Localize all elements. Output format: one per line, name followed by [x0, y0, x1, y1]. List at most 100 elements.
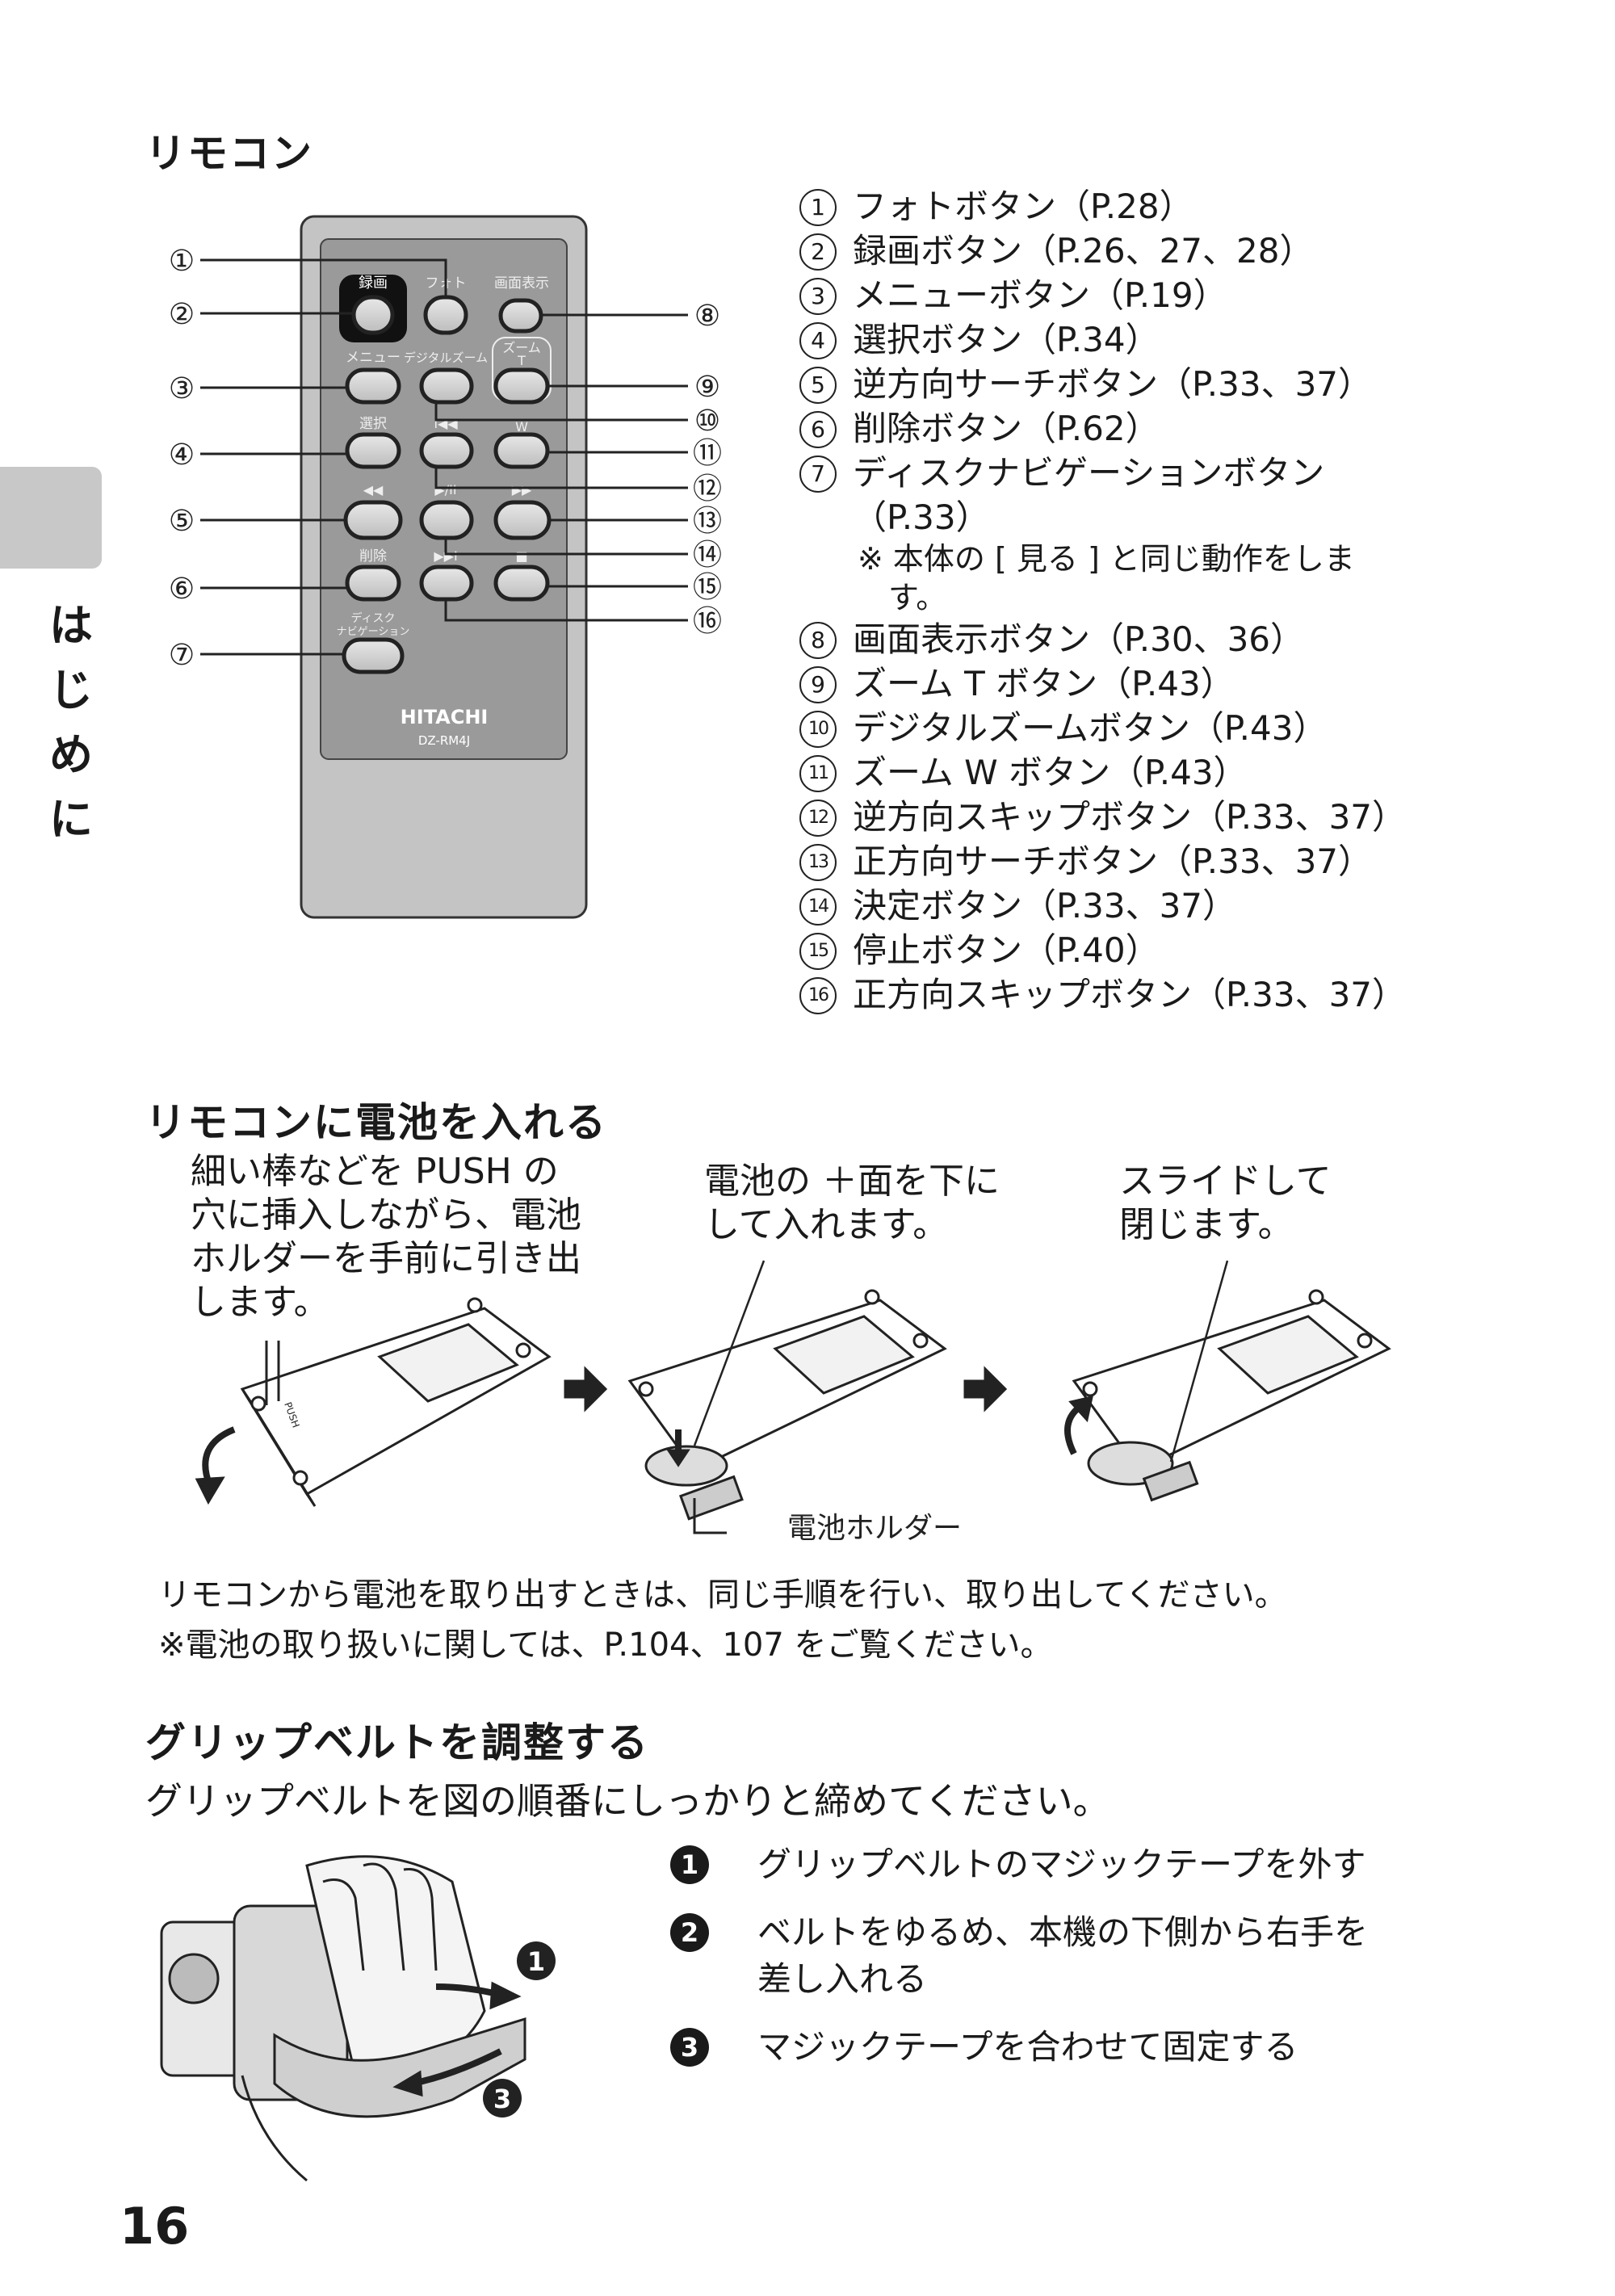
- callout-10: ⑩: [694, 405, 720, 438]
- button-disc-nav: [342, 637, 405, 674]
- label-zoom: ズーム: [502, 340, 541, 355]
- label-delete: 削除: [359, 548, 387, 565]
- button-record: [351, 295, 395, 335]
- figure-mark-1-text: 1: [527, 1946, 545, 1977]
- callout-3: ③: [169, 372, 195, 405]
- label-disc-nav-1: ディスク: [350, 611, 395, 625]
- callout-5: ⑤: [169, 505, 195, 538]
- item-text: 画面表示ボタン（P.30、36）: [853, 619, 1305, 659]
- figure-mark-3-text: 3: [493, 2084, 511, 2114]
- list-item-note: ※ 本体の [ 見る ] と同じ動作をしま す。: [799, 539, 1607, 617]
- label-zoom-t: T: [517, 353, 526, 368]
- leader-16: [444, 599, 688, 622]
- figure-mark-3: [483, 2079, 522, 2118]
- button-delete: [345, 565, 401, 602]
- item-number: 14: [799, 888, 837, 926]
- battery-heading: リモコンに電池を入れる: [145, 1099, 607, 1146]
- step-text: グリップベルトのマジックテープを外す: [757, 1845, 1366, 1884]
- button-ff: [493, 500, 552, 540]
- battery-holder-label: 電池ホルダー: [787, 1512, 962, 1545]
- button-select: [345, 432, 401, 469]
- label-display: 画面表示: [494, 275, 549, 292]
- item-number: 4: [799, 322, 837, 359]
- label-rew: ◀◀: [363, 482, 384, 497]
- page-number: 16: [120, 2197, 190, 2256]
- holder-leader: [693, 1498, 727, 1534]
- button-display: [498, 298, 543, 334]
- callout-1: ①: [169, 245, 195, 278]
- label-record: 録画: [359, 275, 388, 292]
- item-note: ※ 本体の [ 見る ] と同じ動作をしま す。: [858, 541, 1355, 615]
- section-tab-label: は じ め に: [47, 594, 95, 852]
- battery-paragraph-1: リモコンから電池を取り出すときは、同じ手順を行い、取り出してください。: [158, 1576, 1287, 1614]
- item-text: ズーム T ボタン（P.43）: [853, 664, 1235, 703]
- remote-diagram: 録画 フォト 画面表示 メニュー デジタルズーム ズーム T W 選択 I◀◀ …: [169, 215, 722, 919]
- callout-15: ⑮: [693, 571, 722, 604]
- step-arrow-1: [564, 1366, 608, 1412]
- item-text: 逆方向スキップボタン（P.33、37）: [853, 797, 1407, 837]
- item-number: 15: [799, 933, 837, 970]
- step-number: 2: [670, 1913, 709, 1952]
- item-text: メニューボタン（P.19）: [853, 275, 1227, 315]
- leader-12: [434, 467, 688, 489]
- item-text: 正方向サーチボタン（P.33、37）: [853, 842, 1373, 881]
- list-item: 3 マジックテープを合わせて固定する: [670, 2024, 1599, 2071]
- grip-belt: [273, 2017, 526, 2118]
- item-text: デジタルズームボタン（P.43）: [853, 708, 1328, 748]
- item-number: 2: [799, 233, 837, 271]
- callout-2: ②: [169, 298, 195, 331]
- item-number: 16: [799, 977, 837, 1014]
- battery-step1-caption: 細い棒などを PUSH の 穴に挿入しながら、電池 ホルダーを手前に引き出 しま…: [191, 1151, 581, 1323]
- button-zoom-t: [493, 367, 550, 405]
- item-text: 停止ボタン（P.40）: [853, 930, 1160, 970]
- item-text: 逆方向サーチボタン（P.33、37）: [853, 364, 1373, 404]
- item-number: 6: [799, 411, 837, 448]
- item-number: 5: [799, 367, 837, 404]
- item-number: 11: [799, 755, 837, 792]
- item-number: 7: [799, 455, 837, 493]
- grip-heading: グリップベルトを調整する: [145, 1719, 649, 1766]
- step-arrow-2: [963, 1366, 1008, 1412]
- remote-back-1: [240, 1307, 552, 1496]
- section-tab-char: は: [49, 600, 93, 651]
- battery-step3-caption: スライドして 閉じます。: [1119, 1161, 1332, 1245]
- button-digital-zoom: [419, 367, 474, 405]
- list-item: 12 逆方向スキップボタン（P.33、37）: [799, 795, 1607, 839]
- section-tab-char: に: [49, 794, 93, 845]
- callout-12: ⑫: [693, 472, 722, 506]
- button-skip-prev: [419, 432, 474, 469]
- callout-4: ④: [169, 439, 195, 472]
- label-disc-nav-2: ナビゲーション: [337, 626, 410, 638]
- grip-intro: グリップベルトを図の順番にしっかりと締めてください。: [145, 1779, 1110, 1823]
- button-photo: [423, 295, 468, 335]
- item-text: 正方向スキップボタン（P.33、37）: [853, 975, 1407, 1014]
- callout-8: ⑧: [694, 300, 720, 333]
- list-item: 16 正方向スキップボタン（P.33、37）: [799, 972, 1607, 1017]
- callout-6: ⑥: [169, 573, 195, 606]
- leader-14: [444, 538, 688, 556]
- item-number: 3: [799, 278, 837, 315]
- list-item: 7 ディスクナビゲーションボタン （P.33）: [799, 451, 1607, 539]
- list-item: 1 グリップベルトのマジックテープを外す: [670, 1841, 1599, 1888]
- step-text: マジックテープを合わせて固定する: [757, 2027, 1298, 2067]
- remote-model: DZ-RM4J: [418, 733, 470, 748]
- callout-7: ⑦: [169, 639, 195, 672]
- section-tab-char: じ: [49, 665, 93, 716]
- label-digital-zoom: デジタルズーム: [404, 350, 488, 365]
- step-number: 1: [670, 1845, 709, 1884]
- item-number: 8: [799, 622, 837, 659]
- list-item: 9 ズーム T ボタン（P.43）: [799, 661, 1607, 706]
- item-number: 9: [799, 666, 837, 703]
- figure-mark-1: [517, 1941, 556, 1980]
- list-item: 3 メニューボタン（P.19）: [799, 273, 1607, 317]
- item-text: ディスクナビゲーションボタン （P.33）: [853, 453, 1325, 537]
- label-skip-prev: I◀◀: [434, 416, 458, 431]
- item-number: 12: [799, 800, 837, 837]
- leader-1: [200, 258, 447, 299]
- button-skip-next: [419, 565, 474, 602]
- battery-paragraph-2: ※電池の取り扱いに関しては、P.104、107 をご覧ください。: [158, 1627, 1053, 1664]
- step-number: 3: [670, 2028, 709, 2067]
